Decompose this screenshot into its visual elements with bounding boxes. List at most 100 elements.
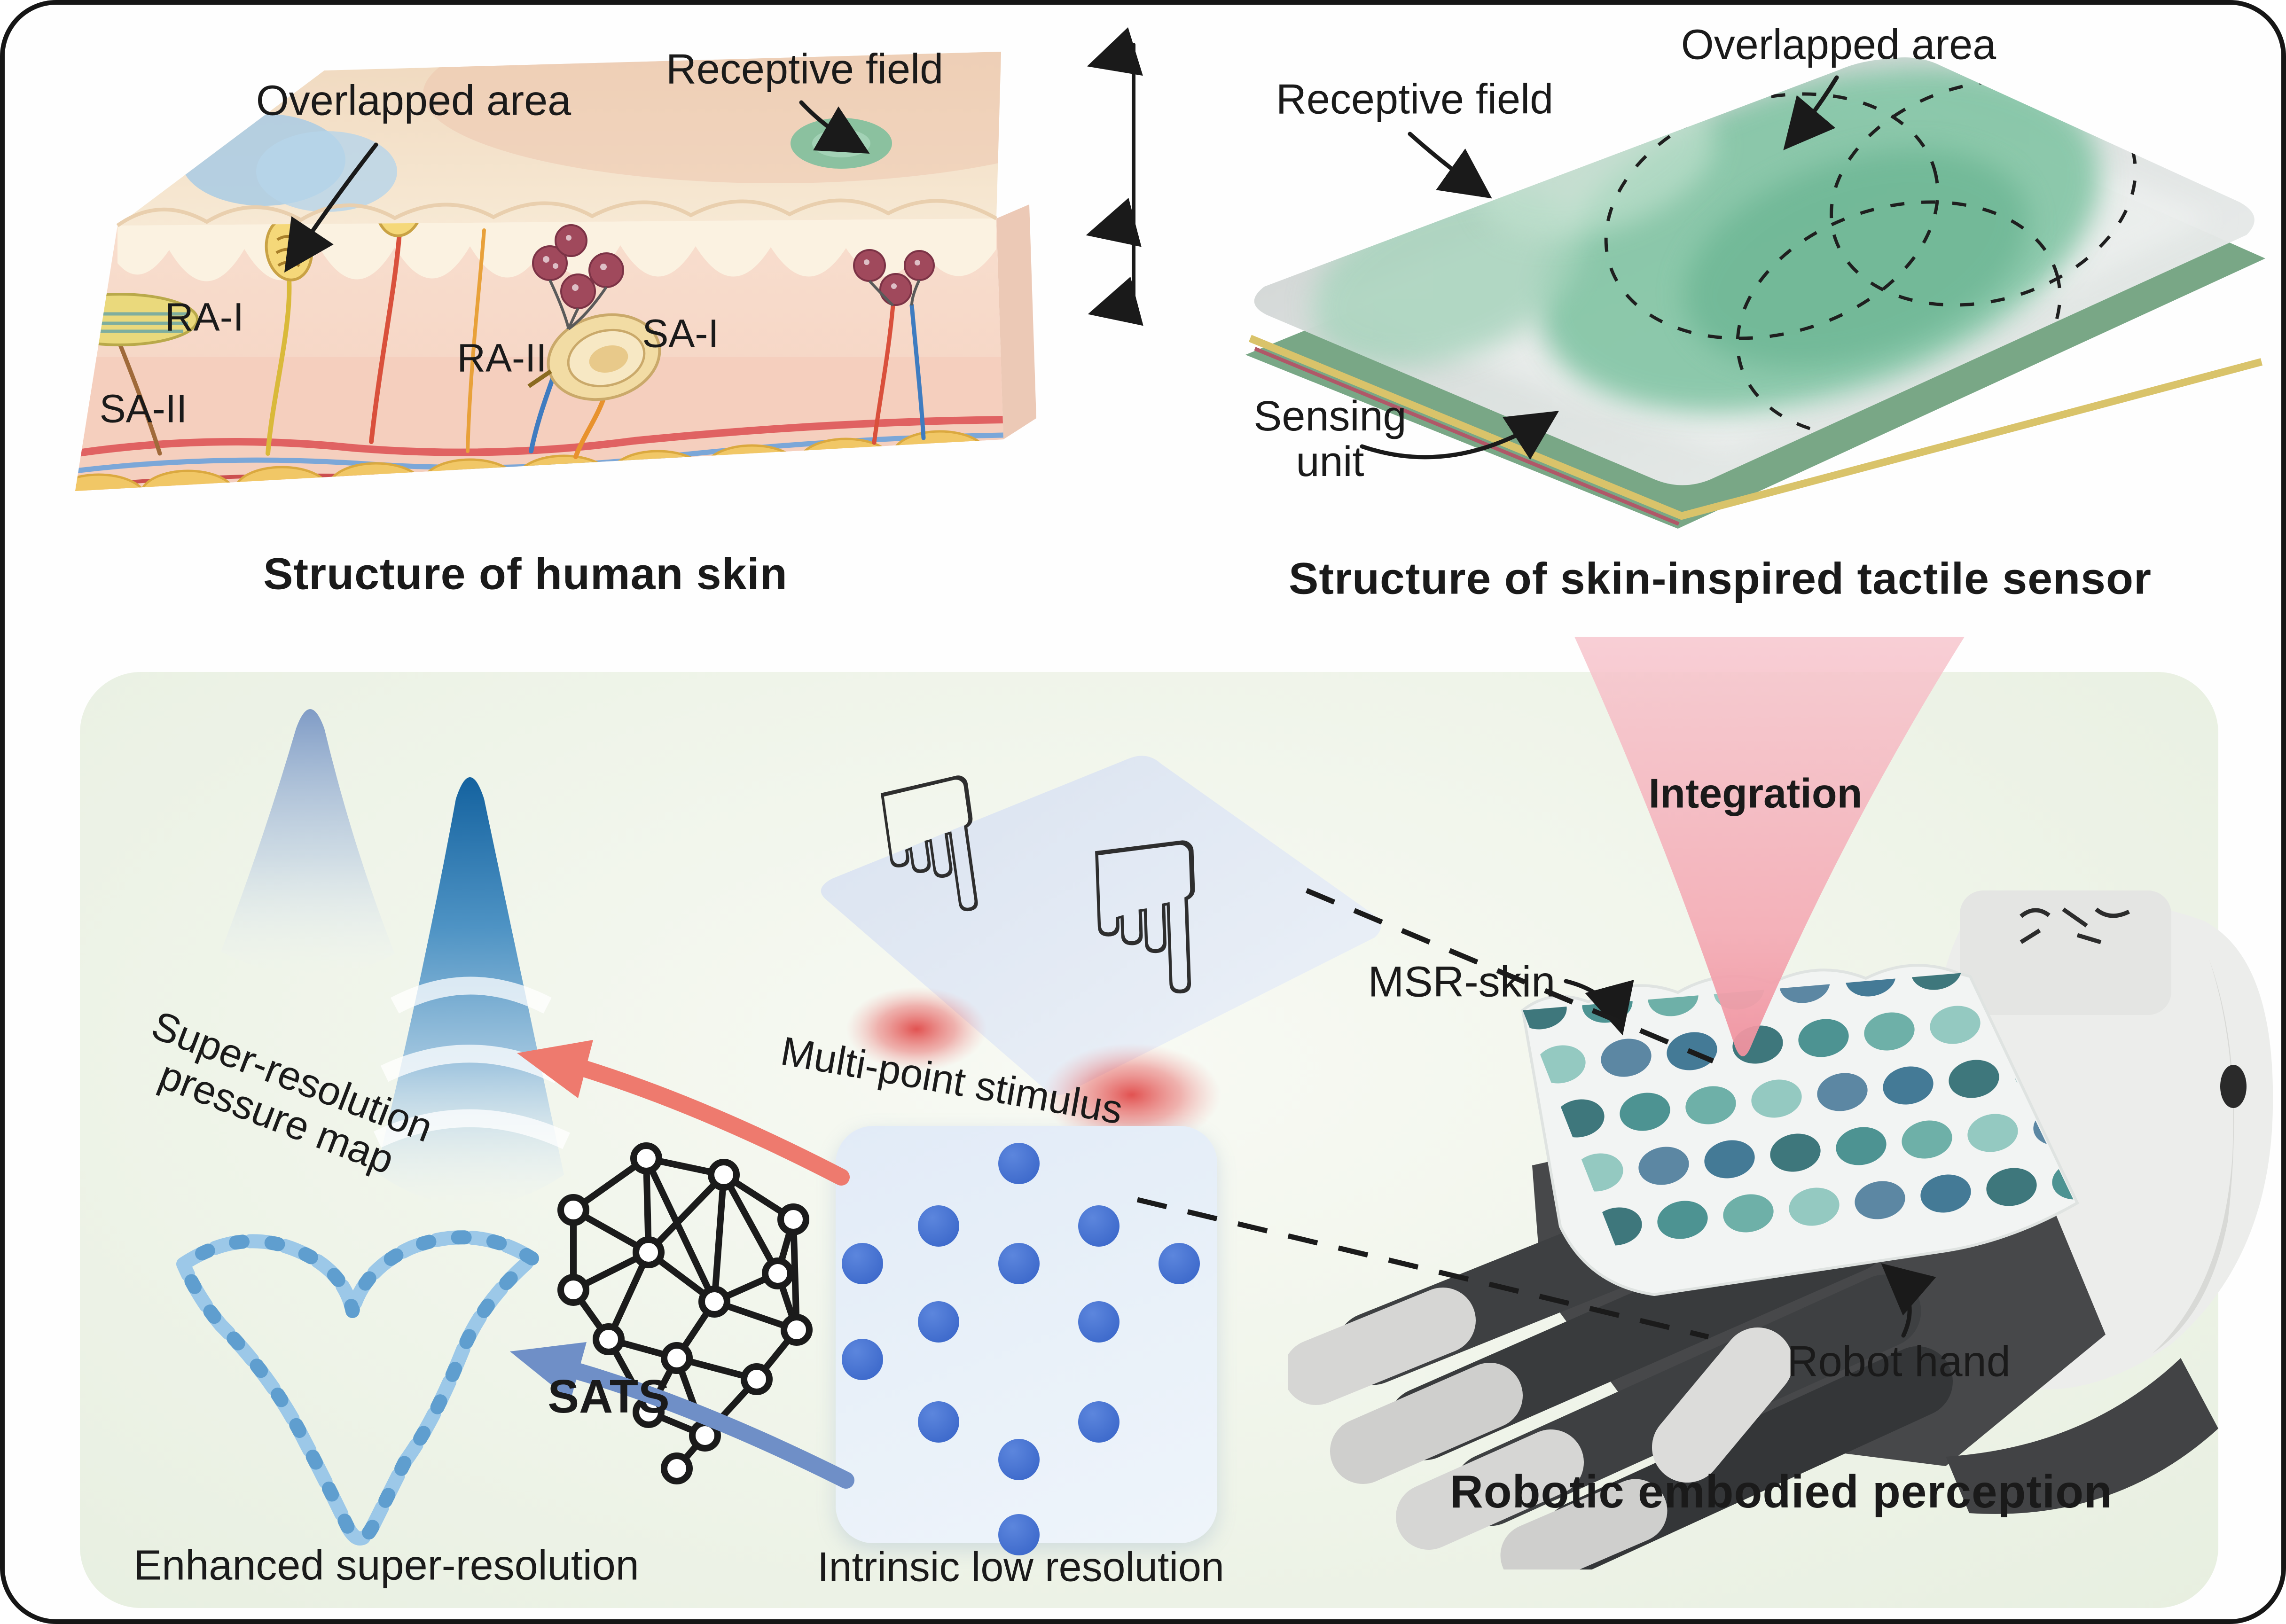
label-robot-hand: Robot hand xyxy=(1787,1337,2011,1386)
arrow-robot-hand xyxy=(1881,1263,1936,1338)
human-skin-illustration xyxy=(75,52,1036,491)
merkel-cells xyxy=(532,224,935,330)
press-spot-2 xyxy=(1042,1043,1221,1137)
label-enhanced-super-resolution: Enhanced super-resolution xyxy=(133,1542,639,1589)
robot-thumb xyxy=(1652,1327,1793,1483)
msr-dot xyxy=(1789,1187,1840,1226)
network-node xyxy=(593,1323,625,1355)
msr-dot xyxy=(1657,1201,1708,1239)
fingertip xyxy=(1396,1429,1584,1550)
integration-cone xyxy=(1574,637,1965,1056)
network-node xyxy=(633,1236,665,1268)
label-sa1: SA-I xyxy=(642,311,719,356)
label-ra2: RA-II xyxy=(457,336,547,380)
low-res-dot xyxy=(918,1205,960,1247)
network-node xyxy=(698,1286,730,1318)
fingertip xyxy=(1288,1288,1476,1405)
wrist-module xyxy=(1960,890,2171,1015)
arrow-receptive-sensor xyxy=(1408,132,1492,199)
network-node xyxy=(781,1314,813,1346)
network-node xyxy=(777,1203,809,1235)
msr-dot xyxy=(1949,1060,1999,1098)
network-node xyxy=(762,1257,794,1289)
low-res-dot xyxy=(1078,1401,1120,1443)
msr-dot xyxy=(1986,1168,2037,1206)
arrow-sensing-unit xyxy=(1360,411,1559,460)
network-edge xyxy=(643,1156,718,1304)
fingertip xyxy=(1330,1363,1523,1484)
msr-dot xyxy=(1930,1006,1981,1044)
network-node xyxy=(661,1342,693,1374)
label-intrinsic-low-resolution: Intrinsic low resolution xyxy=(817,1543,1224,1590)
msr-dot xyxy=(1817,1073,1868,1111)
fingertip xyxy=(1500,1479,1668,1569)
low-res-dot xyxy=(918,1301,960,1343)
skin-ridge-line xyxy=(116,198,997,227)
network-node xyxy=(708,1159,740,1191)
low-res-dot xyxy=(918,1401,960,1443)
sats-network-icon xyxy=(557,1142,813,1484)
low-res-dot xyxy=(1078,1205,1120,1247)
adhesive-layer xyxy=(1248,335,2263,520)
low-res-dot xyxy=(841,1339,883,1381)
msr-dot xyxy=(1723,1194,1774,1233)
network-node xyxy=(557,1274,589,1306)
label-sats: SATS xyxy=(548,1370,670,1423)
label-ra1: RA-I xyxy=(165,295,244,339)
caption-human-skin: Structure of human skin xyxy=(263,549,788,599)
skin-side-face xyxy=(996,204,1036,439)
low-res-dot xyxy=(998,1439,1040,1481)
low-res-dot xyxy=(998,1514,1040,1556)
msr-dot xyxy=(1638,1147,1689,1185)
pressure-peaks xyxy=(221,709,570,1206)
msr-dot xyxy=(1685,1086,1736,1124)
press-spot-1 xyxy=(846,987,987,1071)
network-edge xyxy=(711,1174,727,1302)
low-resolution-panel xyxy=(836,1126,1217,1556)
msr-dot xyxy=(1751,1079,1802,1118)
network-node xyxy=(741,1363,773,1395)
label-receptive-field-skin: Receptive field xyxy=(665,46,944,93)
msr-dot xyxy=(1902,1120,1952,1159)
label-msr-skin: MSR-skin xyxy=(1368,958,1556,1006)
label-sensing-line2: unit xyxy=(1296,438,1364,485)
network-edge xyxy=(790,1219,800,1330)
network-edge xyxy=(646,1172,727,1255)
super-resolution-eagle xyxy=(176,1230,539,1546)
wrist-wiring xyxy=(2020,907,2130,945)
network-node xyxy=(630,1142,662,1174)
msr-dot xyxy=(1601,1038,1652,1077)
caption-tactile-sensor: Structure of skin-inspired tactile senso… xyxy=(1289,554,2152,604)
projection-dashes xyxy=(1136,888,1714,1340)
low-res-dot xyxy=(841,1243,883,1285)
arrow-overlapped-sensor xyxy=(1783,75,1839,150)
label-overlapped-area-skin: Overlapped area xyxy=(256,77,572,125)
red-flow-arrow xyxy=(517,1040,850,1186)
low-res-dot xyxy=(998,1243,1040,1285)
msr-dot xyxy=(1920,1174,1971,1213)
label-integration: Integration xyxy=(1648,770,1863,817)
msr-dot xyxy=(1911,973,1962,990)
label-sa2: SA-II xyxy=(99,386,188,431)
msr-dot xyxy=(1798,1019,1849,1057)
msr-dot xyxy=(1704,1140,1755,1179)
label-sensing-line1: Sensing xyxy=(1253,392,1407,440)
low-res-dot xyxy=(1158,1243,1200,1285)
msr-dot xyxy=(1883,1066,1934,1105)
label-receptive-field-sensor: Receptive field xyxy=(1276,76,1554,123)
msr-dot xyxy=(1836,1127,1887,1165)
msr-dot xyxy=(1855,1181,1905,1219)
pacinian-corpuscle xyxy=(527,313,661,401)
msr-dot xyxy=(1620,1093,1670,1131)
msr-dot xyxy=(1770,1133,1821,1172)
blue-flow-arrow xyxy=(510,1342,854,1489)
arrow-receptive-skin xyxy=(799,100,870,154)
label-sensing-unit: Sensing unit xyxy=(1253,392,1407,485)
stimulus-plate xyxy=(821,756,1381,1137)
tactile-sensor-illustration xyxy=(1245,57,2265,529)
network-node xyxy=(661,1452,693,1484)
msr-dot xyxy=(1967,1114,2018,1152)
label-overlapped-area-sensor: Overlapped area xyxy=(1681,21,1996,69)
